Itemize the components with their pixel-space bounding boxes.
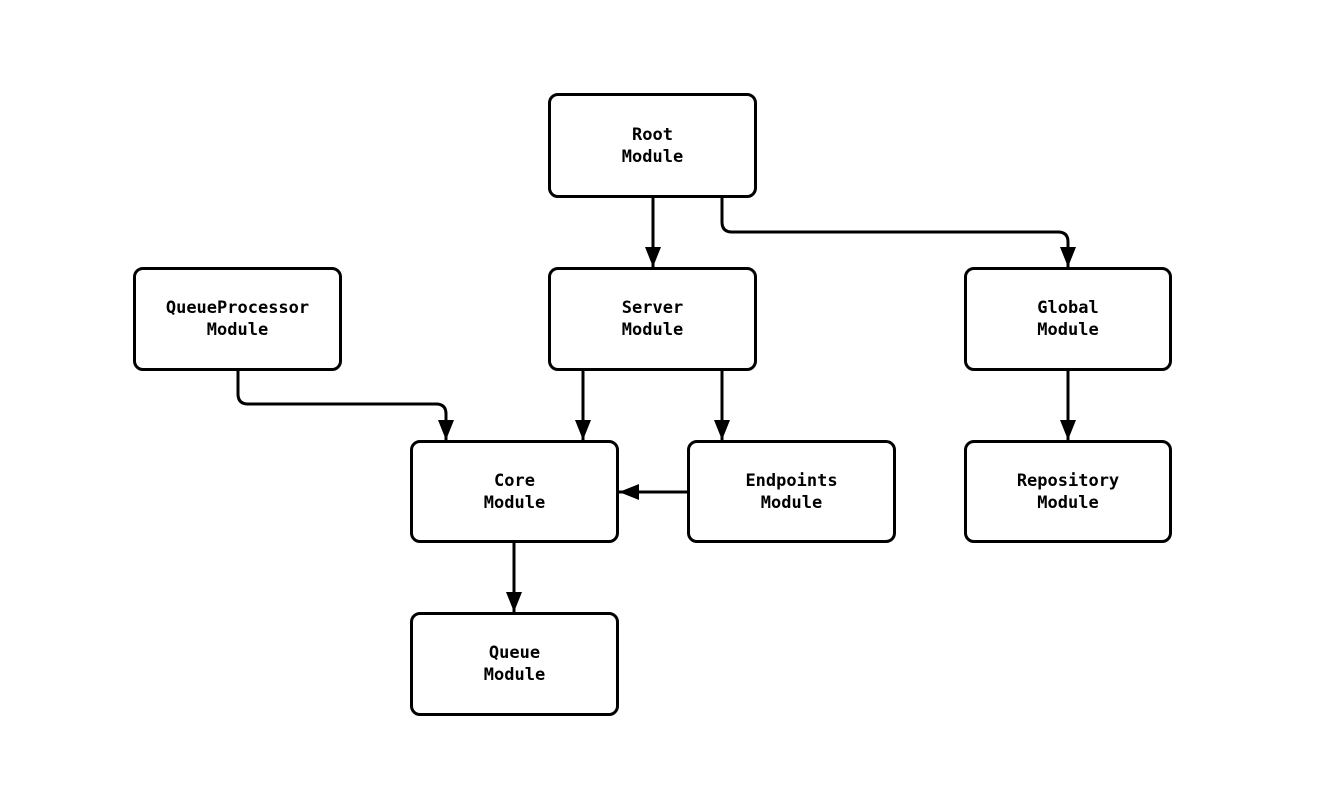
node-label-line: Module (760, 492, 823, 513)
node-label-line: Module (483, 492, 546, 513)
node-label-line: Queue (488, 643, 541, 663)
node-queueprocessor-module: QueueProcessor Module (133, 267, 342, 371)
node-core-module: Core Module (410, 440, 619, 543)
node-label-line: Server (621, 298, 684, 318)
node-repository-module: Repository Module (964, 440, 1172, 543)
edge-queueprocessor-to-core (236, 371, 454, 440)
node-queue-module: Queue Module (410, 612, 619, 716)
node-label-line: Module (621, 146, 684, 167)
node-endpoints-module: Endpoints Module (687, 440, 896, 543)
node-label-line: Endpoints (745, 470, 838, 491)
node-label-line: QueueProcessor (165, 298, 310, 318)
node-label-line: Module (1037, 320, 1099, 340)
node-label-line: Root (632, 124, 673, 145)
node-label-line: Module (1037, 492, 1099, 513)
node-root-module: Root Module (548, 93, 757, 198)
node-server-module: Server Module (548, 267, 757, 371)
node-label-line: Module (483, 665, 546, 685)
node-label-line: Module (621, 320, 684, 340)
node-label-line: Repository (1016, 470, 1120, 491)
node-label-line: Core (494, 470, 535, 491)
node-label-line: Module (206, 320, 269, 340)
node-global-module: Global Module (964, 267, 1172, 371)
node-label-line: Global (1037, 298, 1099, 318)
edge-root-to-global (720, 198, 1076, 267)
